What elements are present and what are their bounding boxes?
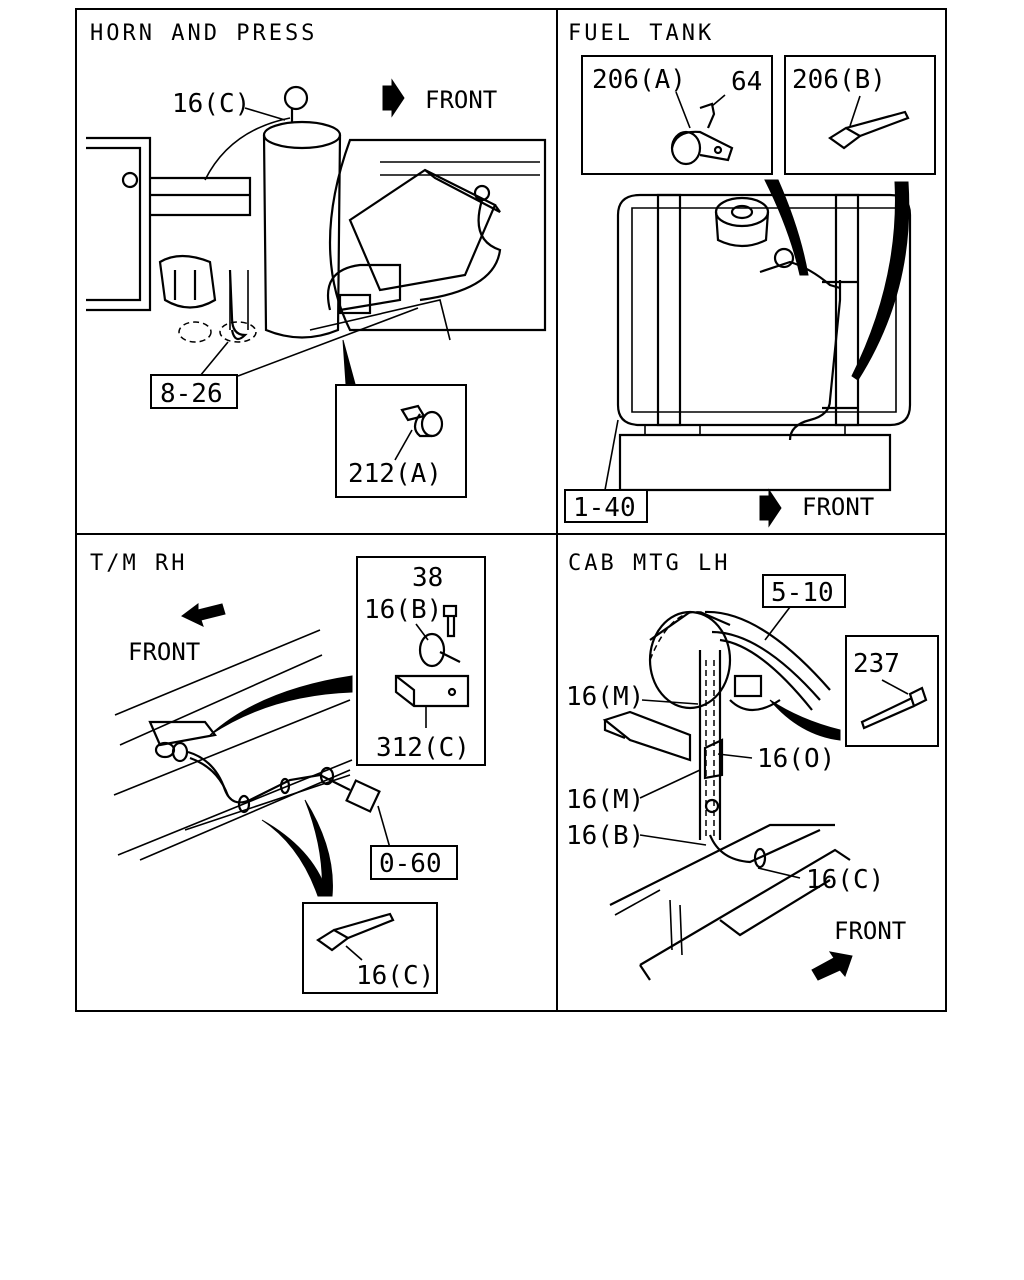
part-16o: 16(O) — [757, 744, 835, 774]
detail-box-206b — [784, 55, 936, 175]
ref-box-8-26 — [150, 374, 238, 409]
leader-wedge-312c — [209, 675, 353, 736]
part-312c: 312(C) — [376, 733, 470, 763]
diagram-frame — [75, 8, 947, 1012]
panel-horn-and-press: HORN AND PRESS FRONT — [86, 21, 547, 498]
leader-1-40 — [604, 419, 619, 491]
transmission-rail-drawing — [113, 629, 381, 861]
panel-title-fuel: FUEL TANK — [568, 21, 714, 46]
ref-box-5-10 — [762, 574, 846, 608]
part-16c-horn: 16(C) — [172, 89, 250, 119]
part-16b-tm: 16(B) — [364, 595, 442, 625]
leader-5-10 — [764, 606, 791, 641]
detail-box-212a — [335, 384, 467, 498]
ref-8-26: 8-26 — [160, 379, 223, 409]
leader-16c-cab — [757, 867, 801, 879]
front-label-horn: FRONT — [425, 86, 497, 114]
front-arrow-icon — [811, 951, 853, 981]
leader-wedge-237 — [769, 699, 841, 741]
part-237: 237 — [853, 649, 900, 679]
part-38: 38 — [412, 563, 443, 593]
panel-tm-rh: T/M RH FRONT 38 16(B) 312(C) — [90, 551, 486, 994]
clamp-206a-drawing — [670, 91, 734, 166]
part-64: 64 — [731, 67, 762, 97]
part-206a: 206(A) — [592, 65, 686, 95]
leader-wedge-206b — [851, 181, 910, 381]
tie-16c-drawing — [316, 912, 395, 961]
part-16m-2: 16(M) — [566, 785, 644, 815]
ref-0-60: 0-60 — [379, 849, 442, 879]
panel-title-tm: T/M RH — [90, 551, 187, 576]
clamp-212a-drawing — [394, 404, 444, 461]
front-label-fuel: FRONT — [802, 493, 874, 521]
horn-assembly-drawing — [86, 85, 547, 343]
leader-wedge-206a — [764, 179, 809, 276]
part-16c-cab: 16(C) — [806, 865, 884, 895]
front-arrow-icon — [759, 488, 782, 528]
leader-16m-1 — [641, 699, 699, 705]
part-206b: 206(B) — [792, 65, 886, 95]
panel-title-cab: CAB MTG LH — [568, 551, 730, 576]
part-16b-cab: 16(B) — [566, 821, 644, 851]
part-16m-1: 16(M) — [566, 682, 644, 712]
fuel-tank-drawing — [616, 193, 912, 492]
leader-wedge-16c-b — [304, 799, 333, 897]
leader-16c-horn — [244, 107, 286, 121]
front-label-tm: FRONT — [128, 638, 200, 666]
panel-title-horn: HORN AND PRESS — [90, 21, 317, 46]
leader-wedge-212a — [342, 339, 356, 385]
front-arrow-icon — [382, 78, 405, 118]
part-16c-tm: 16(C) — [356, 961, 434, 991]
leader-16m-2 — [639, 769, 701, 799]
ref-box-0-60 — [370, 845, 458, 880]
leader-16b-cab — [639, 834, 707, 846]
ref-5-10: 5-10 — [771, 578, 834, 608]
ref-1-40: 1-40 — [573, 493, 636, 523]
leader-16o — [717, 753, 753, 759]
panel-cab-mtg-lh: CAB MTG LH 5-10 237 — [566, 551, 939, 981]
detail-box-312c — [356, 556, 486, 766]
leader-0-60 — [377, 805, 391, 849]
bracket-312c-drawing — [394, 604, 470, 728]
tie-237-drawing — [860, 679, 928, 730]
tie-206b-drawing — [828, 95, 910, 150]
panel-fuel-tank: FUEL TANK 206(A) 64 206(B) — [564, 21, 936, 528]
detail-box-16c — [302, 902, 438, 994]
detail-box-206a — [581, 55, 773, 175]
ref-box-1-40 — [564, 489, 648, 523]
part-212a: 212(A) — [348, 459, 442, 489]
leader-8-26 — [199, 307, 419, 377]
front-arrow-icon — [181, 603, 226, 627]
front-label-cab: FRONT — [834, 917, 906, 945]
